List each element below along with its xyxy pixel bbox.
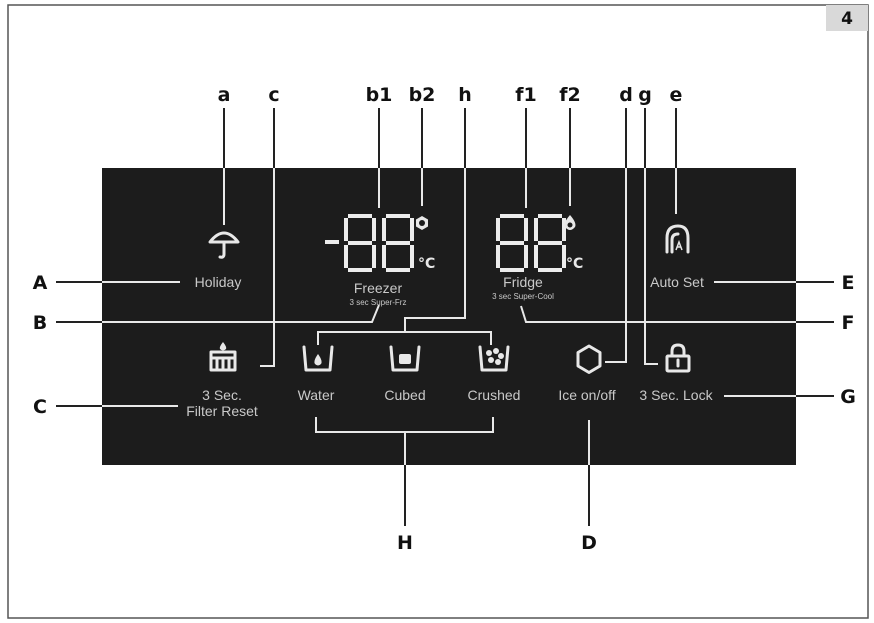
auto-set-label: Auto Set bbox=[650, 274, 704, 290]
umbrella-icon bbox=[208, 231, 240, 259]
callout-C: C bbox=[33, 396, 47, 418]
cubed-label: Cubed bbox=[384, 387, 425, 403]
display-panel bbox=[102, 168, 796, 465]
callout-f2: f2 bbox=[559, 84, 581, 106]
callout-e: e bbox=[670, 84, 683, 106]
callout-G: G bbox=[840, 386, 856, 408]
fridge-sub-label: 3 sec Super-Cool bbox=[492, 292, 554, 301]
panel-leader-lines bbox=[102, 168, 796, 465]
fridge-digits bbox=[496, 214, 566, 272]
water-button[interactable]: Water bbox=[298, 345, 335, 403]
filter-reset-label-2: Filter Reset bbox=[186, 403, 258, 419]
cubed-button[interactable]: Cubed bbox=[384, 345, 426, 403]
freezer-label: Freezer bbox=[354, 280, 403, 296]
callout-f1: f1 bbox=[515, 84, 537, 106]
filter-reset-button[interactable]: 3 Sec. Filter Reset bbox=[186, 342, 258, 419]
callout-lines bbox=[56, 108, 834, 526]
auto-set-button[interactable]: Auto Set bbox=[650, 224, 704, 290]
callout-b2: b2 bbox=[409, 84, 436, 106]
lock-button[interactable]: 3 Sec. Lock bbox=[639, 343, 714, 403]
freezer-unit: °C bbox=[418, 256, 435, 272]
fridge-display[interactable]: °C Fridge 3 sec Super-Cool bbox=[492, 214, 583, 301]
auto-set-icon bbox=[665, 224, 690, 254]
callout-E: E bbox=[842, 272, 855, 294]
top-callouts: a c b1 b2 h f1 f2 d g e bbox=[218, 84, 683, 106]
ice-on-off-label: Ice on/off bbox=[558, 387, 615, 403]
freezer-digits bbox=[325, 214, 414, 272]
water-glass-icon bbox=[302, 345, 334, 372]
callout-H: H bbox=[397, 532, 413, 554]
callout-D: D bbox=[581, 532, 597, 554]
callout-c: c bbox=[268, 84, 279, 106]
callout-a: a bbox=[218, 84, 231, 106]
freezer-sub-label: 3 sec Super-Frz bbox=[350, 298, 407, 307]
callout-d: d bbox=[619, 84, 633, 106]
callout-B: B bbox=[33, 312, 47, 334]
page-number-tab bbox=[826, 5, 868, 31]
callout-A: A bbox=[33, 272, 48, 294]
snowflake-icon bbox=[416, 216, 428, 230]
hexagon-icon bbox=[576, 344, 602, 374]
ice-on-off-button[interactable]: Ice on/off bbox=[558, 344, 616, 403]
cubed-ice-icon bbox=[389, 345, 421, 372]
callout-h: h bbox=[458, 84, 472, 106]
crushed-label: Crushed bbox=[468, 387, 521, 403]
holiday-label: Holiday bbox=[195, 274, 242, 290]
fridge-label: Fridge bbox=[503, 274, 543, 290]
callout-F: F bbox=[842, 312, 855, 334]
crushed-ice-icon bbox=[478, 345, 510, 372]
cool-drop-icon bbox=[564, 215, 576, 230]
freezer-display[interactable]: °C Freezer 3 sec Super-Frz bbox=[325, 214, 435, 307]
lock-icon bbox=[665, 343, 691, 373]
filter-icon bbox=[209, 342, 237, 372]
fridge-unit: °C bbox=[566, 256, 583, 272]
crushed-button[interactable]: Crushed bbox=[468, 345, 521, 403]
filter-reset-label-1: 3 Sec. bbox=[202, 387, 242, 403]
holiday-button[interactable]: Holiday bbox=[195, 231, 242, 290]
page-number: 4 bbox=[841, 9, 853, 29]
callout-g: g bbox=[638, 84, 652, 106]
lock-label: 3 Sec. Lock bbox=[639, 387, 713, 403]
water-label: Water bbox=[298, 387, 335, 403]
side-callouts: A B C E F G H D bbox=[33, 272, 856, 554]
callout-b1: b1 bbox=[366, 84, 393, 106]
